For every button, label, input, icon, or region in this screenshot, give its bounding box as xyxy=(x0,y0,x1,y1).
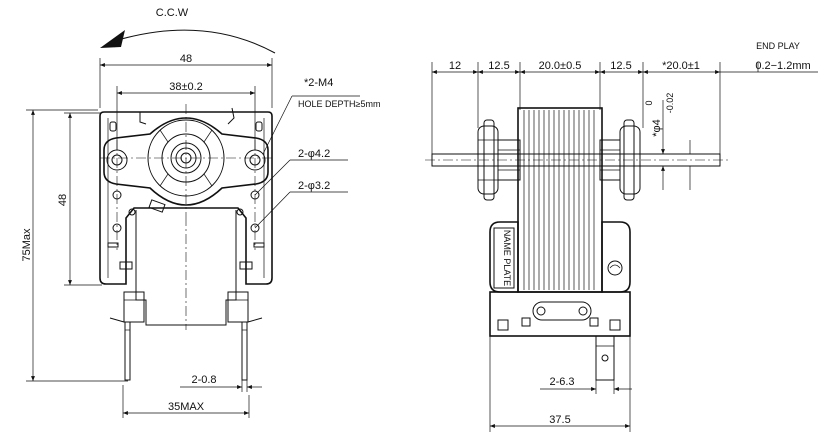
dim-bottom-side: 37.5 xyxy=(489,336,631,432)
terminal-width-side: 2-6.3 xyxy=(549,376,574,388)
height-left-label: 48 xyxy=(57,194,69,206)
dim-12-5-a-label: 12.5 xyxy=(488,60,509,72)
end-play-value: 0.2−1.2mm xyxy=(755,60,810,72)
terminal-side xyxy=(595,335,615,381)
hole-dia-1-label: 2-φ4.2 xyxy=(298,148,330,160)
rotation-label: C.C.W xyxy=(156,7,189,19)
front-callouts: *2-M4 HOLE DEPTH≥5mm 2-φ4.2 2-φ3.2 xyxy=(254,77,380,229)
left-bearing xyxy=(477,119,521,201)
shaft-tol-upper: 0 xyxy=(644,100,654,105)
front-view: C.C.W 48 38±0.2 75Max 48 xyxy=(21,7,380,418)
nameplate-label: NAME PLATE xyxy=(502,230,512,286)
hole-pitch-label: 38±0.2 xyxy=(169,81,203,93)
base-plate xyxy=(489,291,631,337)
bottom-width-front: 35MAX xyxy=(168,401,205,413)
dim-shaft-dia: *φ4 0 -0.02 xyxy=(644,93,691,190)
dim-overall-height: 75Max xyxy=(21,109,128,382)
dim-bottom-front: 35MAX xyxy=(122,385,250,418)
coil-housing: NAME PLATE xyxy=(489,221,631,293)
dim-12-label: 12 xyxy=(449,60,461,72)
dim-height-left: 48 xyxy=(57,112,102,286)
mount-thread-label: *2-M4 xyxy=(304,77,333,89)
hole-depth-label: HOLE DEPTH≥5mm xyxy=(298,99,380,109)
terminals-front xyxy=(124,321,248,381)
nameplate xyxy=(493,227,515,289)
overall-height-label: 75Max xyxy=(21,228,33,262)
shaft-tol-lower: -0.02 xyxy=(665,93,675,114)
dim-width-top: 48 xyxy=(99,53,273,108)
dim-terminal-front: 2-0.8 xyxy=(180,372,262,392)
dim-hole-pitch: 38±0.2 xyxy=(116,81,256,150)
frame-plate xyxy=(99,111,273,285)
shaft-dia-label: *φ4 xyxy=(651,119,663,137)
dim-12-5-b-label: 12.5 xyxy=(610,60,631,72)
hole-dia-2-label: 2-φ3.2 xyxy=(298,180,330,192)
width-top-label: 48 xyxy=(180,53,192,65)
dim-20-label: 20.0±0.5 xyxy=(539,60,582,72)
side-view: 12 12.5 20.0±0.5 12.5 *20.0±1 END PLAY 0… xyxy=(425,41,818,432)
coil-lower xyxy=(109,210,263,330)
dim-shaft-label: *20.0±1 xyxy=(662,60,700,72)
terminal-width-front: 2-0.8 xyxy=(191,374,216,386)
dim-terminal-side: 2-6.3 xyxy=(540,376,632,394)
right-bearing xyxy=(599,119,641,201)
lamination-stack xyxy=(517,107,603,293)
rotation-arrow: C.C.W xyxy=(100,7,276,54)
end-play-title: END PLAY xyxy=(756,41,800,51)
dim-chain-top: 12 12.5 20.0±0.5 12.5 *20.0±1 END PLAY 0… xyxy=(431,41,818,160)
bottom-width-side: 37.5 xyxy=(549,414,570,426)
shaft xyxy=(425,153,728,167)
